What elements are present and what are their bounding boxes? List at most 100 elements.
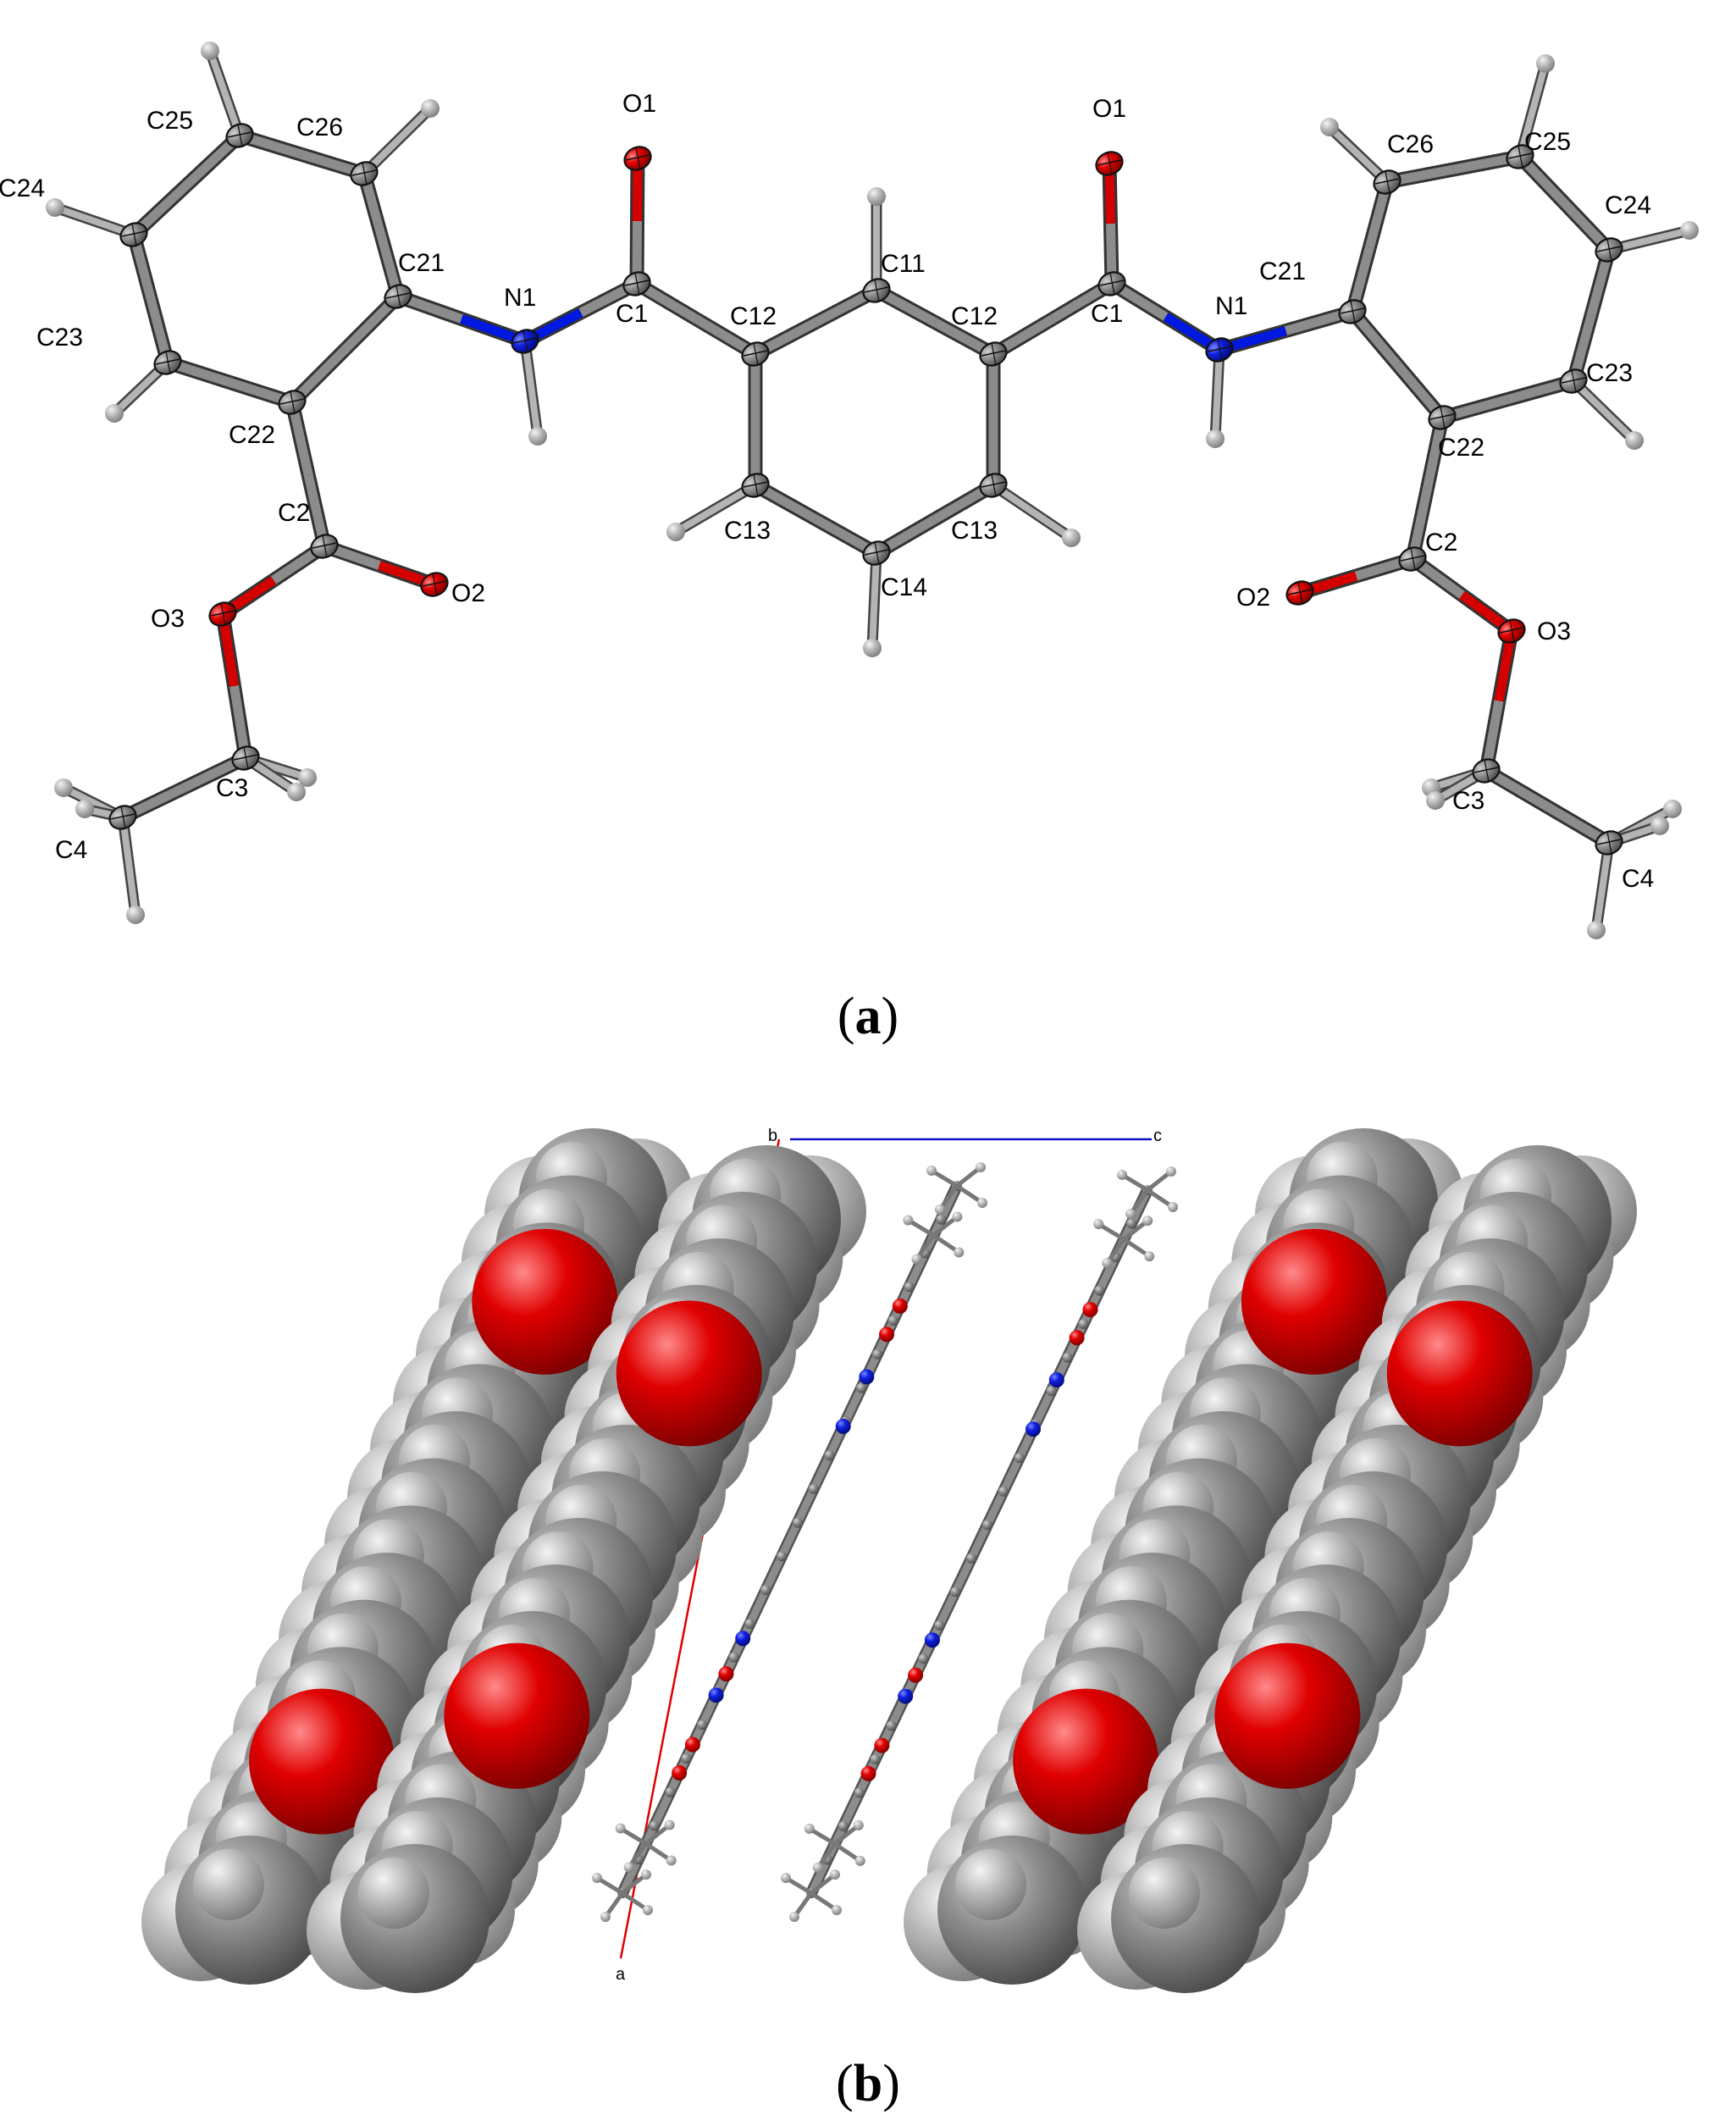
stick-atom-H xyxy=(804,1823,815,1834)
bond-C13L-C14 xyxy=(751,479,881,560)
stick-atom-H xyxy=(903,1215,914,1226)
sphere-atom-O xyxy=(616,1300,762,1447)
atom-C21L xyxy=(384,284,412,309)
atom-C3R xyxy=(1472,758,1501,784)
stick-atom-N xyxy=(859,1369,875,1385)
atom-C14 xyxy=(862,540,891,566)
atom-label-C24R: C24 xyxy=(1605,191,1651,219)
atom-label-C26L: C26 xyxy=(296,114,343,141)
sphere-atom-H xyxy=(193,1849,264,1920)
sphere-atom-O xyxy=(444,1642,590,1789)
stick-atom-N xyxy=(708,1687,724,1703)
bond-C3R-C4R xyxy=(1482,764,1613,850)
sphere-atom-O xyxy=(249,1688,395,1835)
caption-b-open: ( xyxy=(836,2055,854,2113)
atom-C25R xyxy=(1506,144,1534,169)
stick-atom-H xyxy=(926,1166,937,1176)
sphere-atom-O xyxy=(1386,1300,1533,1447)
atom-label-O3L: O3 xyxy=(151,605,185,633)
atom-C2R xyxy=(1398,546,1427,572)
atom-C22R xyxy=(1428,405,1457,430)
atom-C12L xyxy=(741,341,770,367)
atom-C4R xyxy=(1595,830,1623,856)
stick-atom-H xyxy=(952,1211,963,1222)
stick-atom-C xyxy=(824,1450,835,1461)
stick-atom-H xyxy=(615,1823,626,1834)
sphere-atom-H xyxy=(955,1849,1026,1920)
bond-O3L-C3L xyxy=(215,612,253,760)
cell-axis-label-c: c xyxy=(1153,1127,1162,1145)
sphere-atom-O xyxy=(1241,1228,1387,1375)
bond-C2L-O2L xyxy=(322,539,437,592)
atom-C2L xyxy=(310,534,339,559)
bond-C2R-O2R xyxy=(1297,551,1415,601)
atom-O1R xyxy=(1095,151,1124,176)
bond-C2L-O3L xyxy=(218,540,329,621)
atom-label-O1R: O1 xyxy=(1092,95,1126,123)
stick-atom-H xyxy=(976,1162,986,1172)
stick-atom-N xyxy=(1026,1421,1042,1437)
stick-atom-C xyxy=(934,1620,945,1631)
stick-atom-C xyxy=(760,1585,771,1596)
cell-axis-label-b: b xyxy=(768,1127,777,1145)
caption-b-close: ) xyxy=(882,2055,900,2113)
space-filling-molecule xyxy=(1077,1145,1637,1993)
stick-atom-C xyxy=(1014,1453,1025,1464)
stick-atom-H xyxy=(812,1862,823,1873)
atom-C24L xyxy=(119,222,148,247)
atom-label-O3R: O3 xyxy=(1537,617,1571,645)
stick-atom-H xyxy=(623,1862,634,1873)
stick-molecule xyxy=(592,1162,987,1922)
atom-label-O2R: O2 xyxy=(1236,584,1270,612)
cell-axis-label-a: a xyxy=(616,1965,626,1984)
stick-atom-O xyxy=(908,1667,924,1683)
stick-atom-H xyxy=(832,1905,842,1915)
caption-a-open: ( xyxy=(837,988,855,1045)
stick-atom-C xyxy=(777,1551,788,1562)
stick-atom-H xyxy=(911,1254,922,1265)
bond-O3R-C3R xyxy=(1479,629,1519,773)
stick-atom-H xyxy=(781,1873,791,1883)
stick-atom-H xyxy=(1168,1202,1178,1212)
hydrogen-atom xyxy=(1320,118,1391,186)
hydrogen-atom xyxy=(867,187,886,291)
atom-label-C2R: C2 xyxy=(1425,529,1457,557)
hydrogen-atom xyxy=(201,42,246,138)
stick-atom-C xyxy=(681,1753,692,1764)
bond-C1R-N1R xyxy=(1108,277,1224,357)
stick-atom-N xyxy=(735,1631,751,1647)
space-filling-molecule xyxy=(307,1145,866,1993)
atom-O3L xyxy=(208,601,237,627)
atom-label-C13R: C13 xyxy=(951,517,998,545)
stick-atom-C xyxy=(792,1517,803,1528)
stick-atom-C xyxy=(854,1787,865,1798)
atom-C11 xyxy=(862,278,891,303)
bond-C1L-O1L xyxy=(629,158,645,285)
atom-label-C21R: C21 xyxy=(1259,258,1306,285)
stick-atom-C xyxy=(918,1653,929,1664)
space-filling-molecule xyxy=(904,1128,1463,1985)
atom-C26R xyxy=(1373,169,1402,195)
stick-atom-H xyxy=(853,1819,864,1830)
atom-label-C3R: C3 xyxy=(1452,787,1484,815)
bond-C25R-C24R xyxy=(1514,152,1615,255)
atom-label-C1R: C1 xyxy=(1091,300,1123,328)
atom-label-C24L: C24 xyxy=(0,174,45,202)
bond-C2R-O3R xyxy=(1408,553,1516,637)
stick-atom-H xyxy=(1144,1251,1155,1262)
stick-atom-N xyxy=(1048,1372,1064,1388)
atom-label-C25L: C25 xyxy=(147,107,193,135)
stick-atom-C xyxy=(887,1315,898,1326)
stick-atom-H xyxy=(600,1912,611,1922)
stick-atom-O xyxy=(684,1736,700,1753)
stick-atom-C xyxy=(856,1382,867,1393)
stick-atom-N xyxy=(924,1632,940,1648)
atom-label-C26R: C26 xyxy=(1387,130,1434,158)
stick-atom-C xyxy=(649,1820,660,1831)
atom-C13L xyxy=(741,473,770,498)
atom-C4L xyxy=(108,805,137,830)
stick-atom-C xyxy=(936,1214,947,1225)
bond-C23L-C22L xyxy=(165,355,295,410)
stick-atom-H xyxy=(1117,1170,1127,1180)
